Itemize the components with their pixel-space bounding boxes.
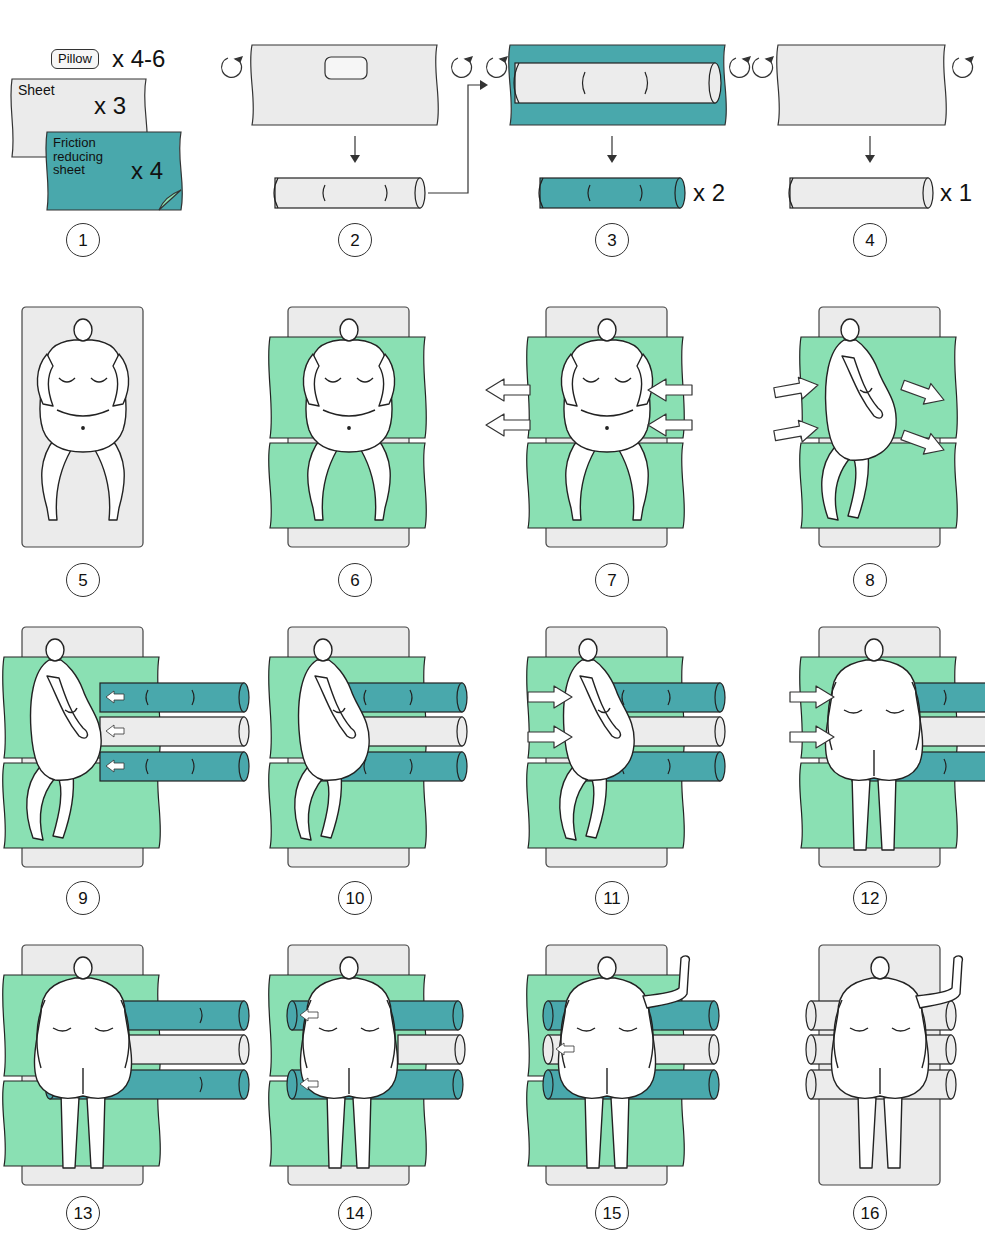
step-number: 10 xyxy=(346,890,365,907)
callout-number: 1 xyxy=(66,223,100,257)
step-number: 5 xyxy=(78,572,87,589)
step-number: 3 xyxy=(607,232,616,249)
step-number: 4 xyxy=(865,232,874,249)
item-name: Friction reducing sheet xyxy=(53,136,125,177)
step-number: 15 xyxy=(603,1205,622,1222)
quantity-label: x 1 xyxy=(940,181,972,205)
item-name: Sheet xyxy=(18,83,55,98)
callout-number: 2 xyxy=(338,223,372,257)
quantity-label: x 4-6 xyxy=(112,47,165,71)
callout-number: 14 xyxy=(338,1196,372,1230)
step-number: 2 xyxy=(350,232,359,249)
pillow-box: Pillow xyxy=(51,49,99,69)
callout-number: 4 xyxy=(853,223,887,257)
step-number: 8 xyxy=(865,572,874,589)
step-number: 11 xyxy=(603,890,621,907)
callout-number: 11 xyxy=(595,881,629,915)
quantity: x 4 xyxy=(131,158,163,183)
item-name: Pillow xyxy=(58,52,92,66)
quantity-label: x 2 xyxy=(693,181,725,205)
step-number: 16 xyxy=(861,1205,880,1222)
step-number: 14 xyxy=(346,1205,365,1222)
callout-number: 9 xyxy=(66,881,100,915)
callout-number: 16 xyxy=(853,1196,887,1230)
friction-sheet-card: Friction reducing sheetx 4 xyxy=(45,130,185,212)
step-number: 7 xyxy=(607,572,616,589)
callout-number: 3 xyxy=(595,223,629,257)
step-number: 12 xyxy=(861,890,880,907)
callout-number: 6 xyxy=(338,563,372,597)
callout-number: 8 xyxy=(853,563,887,597)
step-number: 9 xyxy=(78,890,87,907)
quantity: x 3 xyxy=(94,93,126,118)
callout-number: 10 xyxy=(338,881,372,915)
callout-number: 5 xyxy=(66,563,100,597)
callout-number: 7 xyxy=(595,563,629,597)
step-number: 6 xyxy=(350,572,359,589)
callout-number: 15 xyxy=(595,1196,629,1230)
step-number: 13 xyxy=(74,1205,93,1222)
step-number: 1 xyxy=(78,232,87,249)
callout-number: 13 xyxy=(66,1196,100,1230)
callout-number: 12 xyxy=(853,881,887,915)
